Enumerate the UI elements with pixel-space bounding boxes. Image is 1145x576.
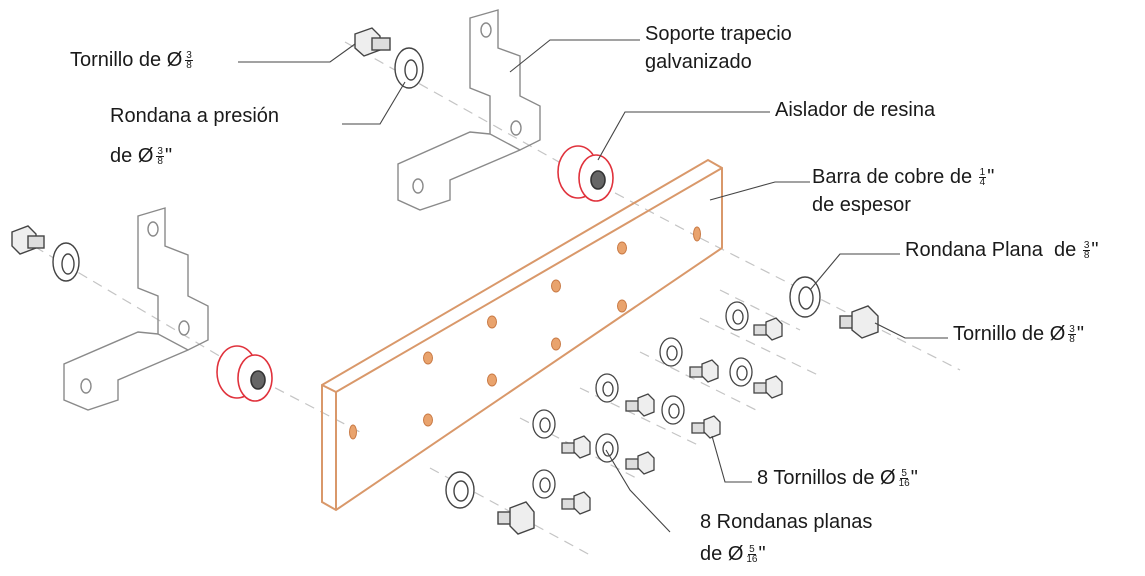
small-washers-and-bolts: [532, 301, 783, 515]
small-bolt-head: [573, 491, 591, 515]
small-washer-hole: [736, 365, 748, 381]
resin-insulator-left: [216, 345, 273, 402]
copper-bar-holes: [349, 226, 701, 440]
small-washer-hole: [732, 309, 744, 325]
label-rondana-presion-line1: Rondana a presión: [110, 105, 280, 127]
small-washer-hole: [539, 477, 551, 493]
resin-insulator-top: [557, 145, 614, 202]
hardware-right: [789, 276, 879, 339]
small-bolt-head: [701, 359, 719, 383]
small-bolt-head: [573, 435, 591, 459]
small-bolt-head: [637, 393, 655, 417]
label-aislador: Aislador de resina: [775, 99, 936, 121]
bracket-left: [63, 207, 209, 411]
label-8-rondanas-line1: 8 Rondanas planas: [700, 511, 873, 533]
small-bolt-head: [703, 415, 721, 439]
small-washer-hole: [666, 345, 678, 361]
copper-bar: [321, 158, 723, 512]
label-barra-line2: de espesor: [812, 194, 911, 216]
hardware-left: [11, 225, 80, 282]
small-bolt-head: [637, 451, 655, 475]
hardware-bottom: [445, 471, 535, 535]
label-soporte-line1: Soporte trapecio: [645, 23, 792, 45]
small-washer-hole: [602, 441, 614, 457]
hardware-top: [354, 27, 424, 89]
small-washer-hole: [539, 417, 551, 433]
diameter-symbol: Ø: [166, 49, 183, 71]
label-soporte-line2: galvanizado: [645, 51, 752, 73]
leader-lines: [238, 39, 948, 533]
small-washer-hole: [602, 381, 614, 397]
small-washer-hole: [668, 403, 680, 419]
small-bolt-head: [765, 375, 783, 399]
small-bolt-head: [765, 317, 783, 341]
label-text: Tornillo de: [70, 49, 162, 71]
bracket-top: [397, 9, 541, 211]
